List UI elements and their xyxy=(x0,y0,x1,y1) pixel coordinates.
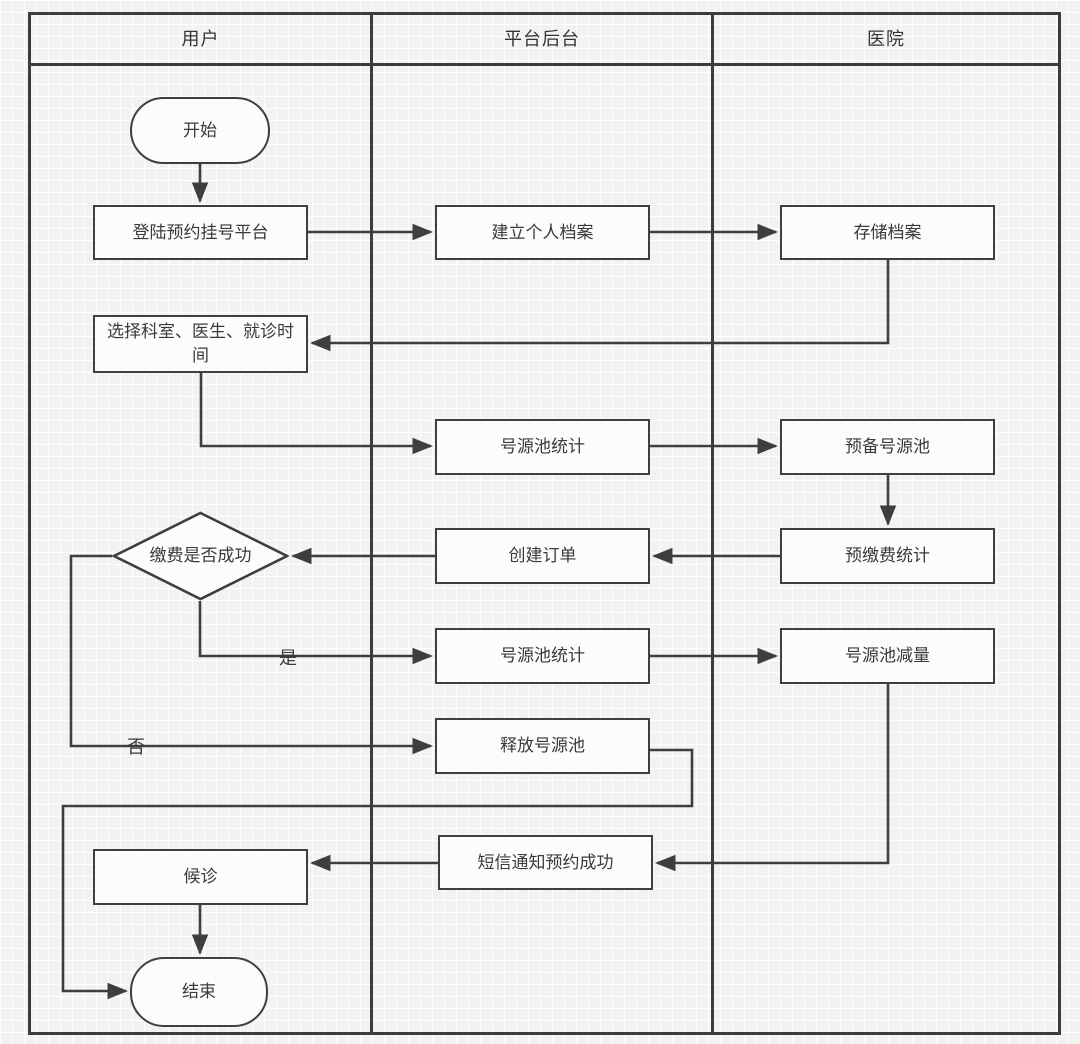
node-login: 登陆预约挂号平台 xyxy=(93,205,308,260)
decision-diamond-shape xyxy=(112,511,289,601)
lane-header-user: 用户 xyxy=(31,15,370,60)
node-prepare-pool-label: 预备号源池 xyxy=(845,437,930,457)
node-login-label: 登陆预约挂号平台 xyxy=(132,222,269,242)
lane-divider-user-backend xyxy=(370,12,373,1035)
lane-header-user-label: 用户 xyxy=(181,28,220,49)
edge-payment-check-yes-to-pool-stat-2 xyxy=(198,601,434,665)
edge-pool-decrease-to-sms-notify xyxy=(654,684,890,872)
edge-store-profile-to-select-visit xyxy=(309,260,890,352)
node-start: 开始 xyxy=(130,97,270,164)
node-waiting-label: 候诊 xyxy=(183,867,218,887)
node-pool-stat-1-label: 号源池统计 xyxy=(500,437,585,457)
node-create-order: 创建订单 xyxy=(435,528,650,584)
node-pool-decrease: 号源池减量 xyxy=(780,628,995,684)
lane-divider-backend-hospital xyxy=(711,12,714,1035)
node-sms-notify-label: 短信通知预约成功 xyxy=(477,852,614,872)
node-pool-decrease-label: 号源池减量 xyxy=(845,646,930,666)
node-prepay-stat-label: 预缴费统计 xyxy=(845,546,930,566)
node-select-visit: 选择科室、医生、就诊时间 xyxy=(93,315,308,373)
node-pool-stat-2-label: 号源池统计 xyxy=(500,646,585,666)
node-prepare-pool: 预备号源池 xyxy=(780,419,995,475)
node-release-pool: 释放号源池 xyxy=(435,718,650,774)
swimlane-table-border xyxy=(28,12,1061,1035)
node-waiting: 候诊 xyxy=(93,849,308,905)
node-store-profile: 存储档案 xyxy=(780,205,995,260)
node-select-visit-label: 选择科室、医生、就诊时间 xyxy=(107,322,294,365)
edge-select-visit-to-pool-stat-1 xyxy=(199,373,434,455)
node-create-profile-label: 建立个人档案 xyxy=(491,222,594,242)
node-end-label: 结束 xyxy=(182,982,216,1002)
edge-payment-check-no-to-release-pool xyxy=(69,554,434,755)
lane-header-hospital-label: 医院 xyxy=(867,28,905,49)
node-pool-stat-1: 号源池统计 xyxy=(435,419,650,475)
lane-header-backend: 平台后台 xyxy=(373,15,711,60)
node-payment-check: 缴费是否成功 xyxy=(112,511,289,601)
lane-header-hospital: 医院 xyxy=(714,15,1058,60)
node-create-order-label: 创建订单 xyxy=(508,546,577,566)
edge-release-pool-to-end xyxy=(61,748,694,1000)
node-sms-notify: 短信通知预约成功 xyxy=(438,835,653,890)
node-start-label: 开始 xyxy=(183,120,217,140)
lane-header-backend-label: 平台后台 xyxy=(504,28,580,49)
node-pool-stat-2: 号源池统计 xyxy=(435,628,650,684)
node-prepay-stat: 预缴费统计 xyxy=(780,528,995,584)
node-store-profile-label: 存储档案 xyxy=(853,222,922,242)
lane-header-separator xyxy=(28,63,1061,66)
node-end: 结束 xyxy=(130,957,268,1027)
node-create-profile: 建立个人档案 xyxy=(435,205,650,260)
node-release-pool-label: 释放号源池 xyxy=(500,736,585,756)
edge-label-no: 否 xyxy=(127,737,145,757)
node-payment-check-label: 缴费是否成功 xyxy=(149,546,252,566)
edge-label-yes: 是 xyxy=(279,648,297,668)
